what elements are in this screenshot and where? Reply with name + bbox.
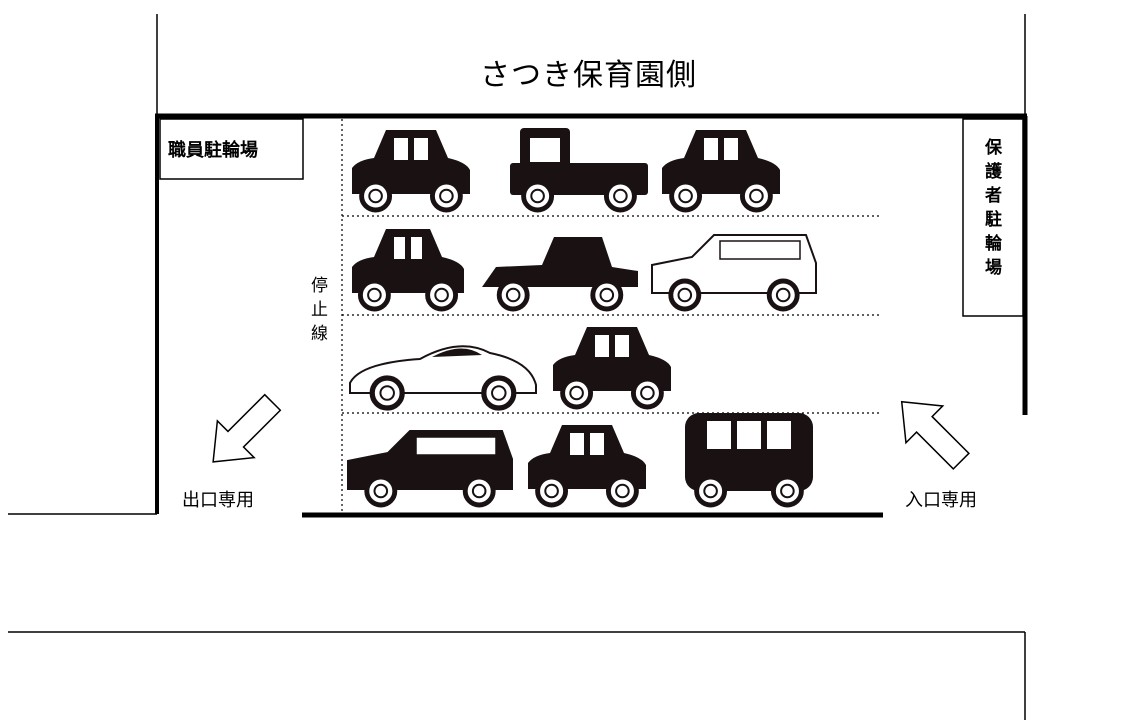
car-compact-car-icon <box>352 229 464 312</box>
guardian-parking-char: 護 <box>985 162 1002 182</box>
guardian-parking-label: 保 護 者 駐 輪 場 <box>985 136 1002 280</box>
car-vintage-car-icon <box>482 237 638 312</box>
exit-label: 出口専用 <box>182 490 254 511</box>
guardian-parking-box <box>962 118 1024 317</box>
guardian-parking-char: 者 <box>985 186 1002 206</box>
entrance-label: 入口専用 <box>905 490 977 511</box>
car-hatchback-icon <box>662 130 780 213</box>
stop-line-label: 停 止 線 <box>311 274 328 346</box>
staff-parking-box <box>159 118 304 180</box>
car-hatchback-icon <box>553 327 671 410</box>
parked-cars <box>347 128 817 508</box>
stop-line-char: 線 <box>311 324 328 344</box>
stop-line-char: 止 <box>311 300 328 320</box>
car-suv-icon <box>651 234 817 312</box>
car-van-icon <box>685 413 813 508</box>
car-hatchback-icon <box>352 130 470 213</box>
car-suv-icon <box>347 430 513 508</box>
staff-parking-label: 職員駐輪場 <box>168 140 258 161</box>
car-pickup-truck-icon <box>510 128 648 213</box>
guardian-parking-char: 輪 <box>985 234 1002 254</box>
guardian-parking-char: 場 <box>985 258 1002 278</box>
car-sports-coupe-icon <box>349 345 537 411</box>
guardian-parking-char: 保 <box>985 138 1002 158</box>
guardian-parking-char: 駐 <box>985 210 1002 230</box>
map-title: さつき保育園側 <box>480 58 697 93</box>
entrance-arrow-icon <box>900 400 970 470</box>
car-hatchback-icon <box>528 425 646 508</box>
stop-line-char: 停 <box>311 276 328 296</box>
exit-arrow-icon <box>212 393 282 463</box>
